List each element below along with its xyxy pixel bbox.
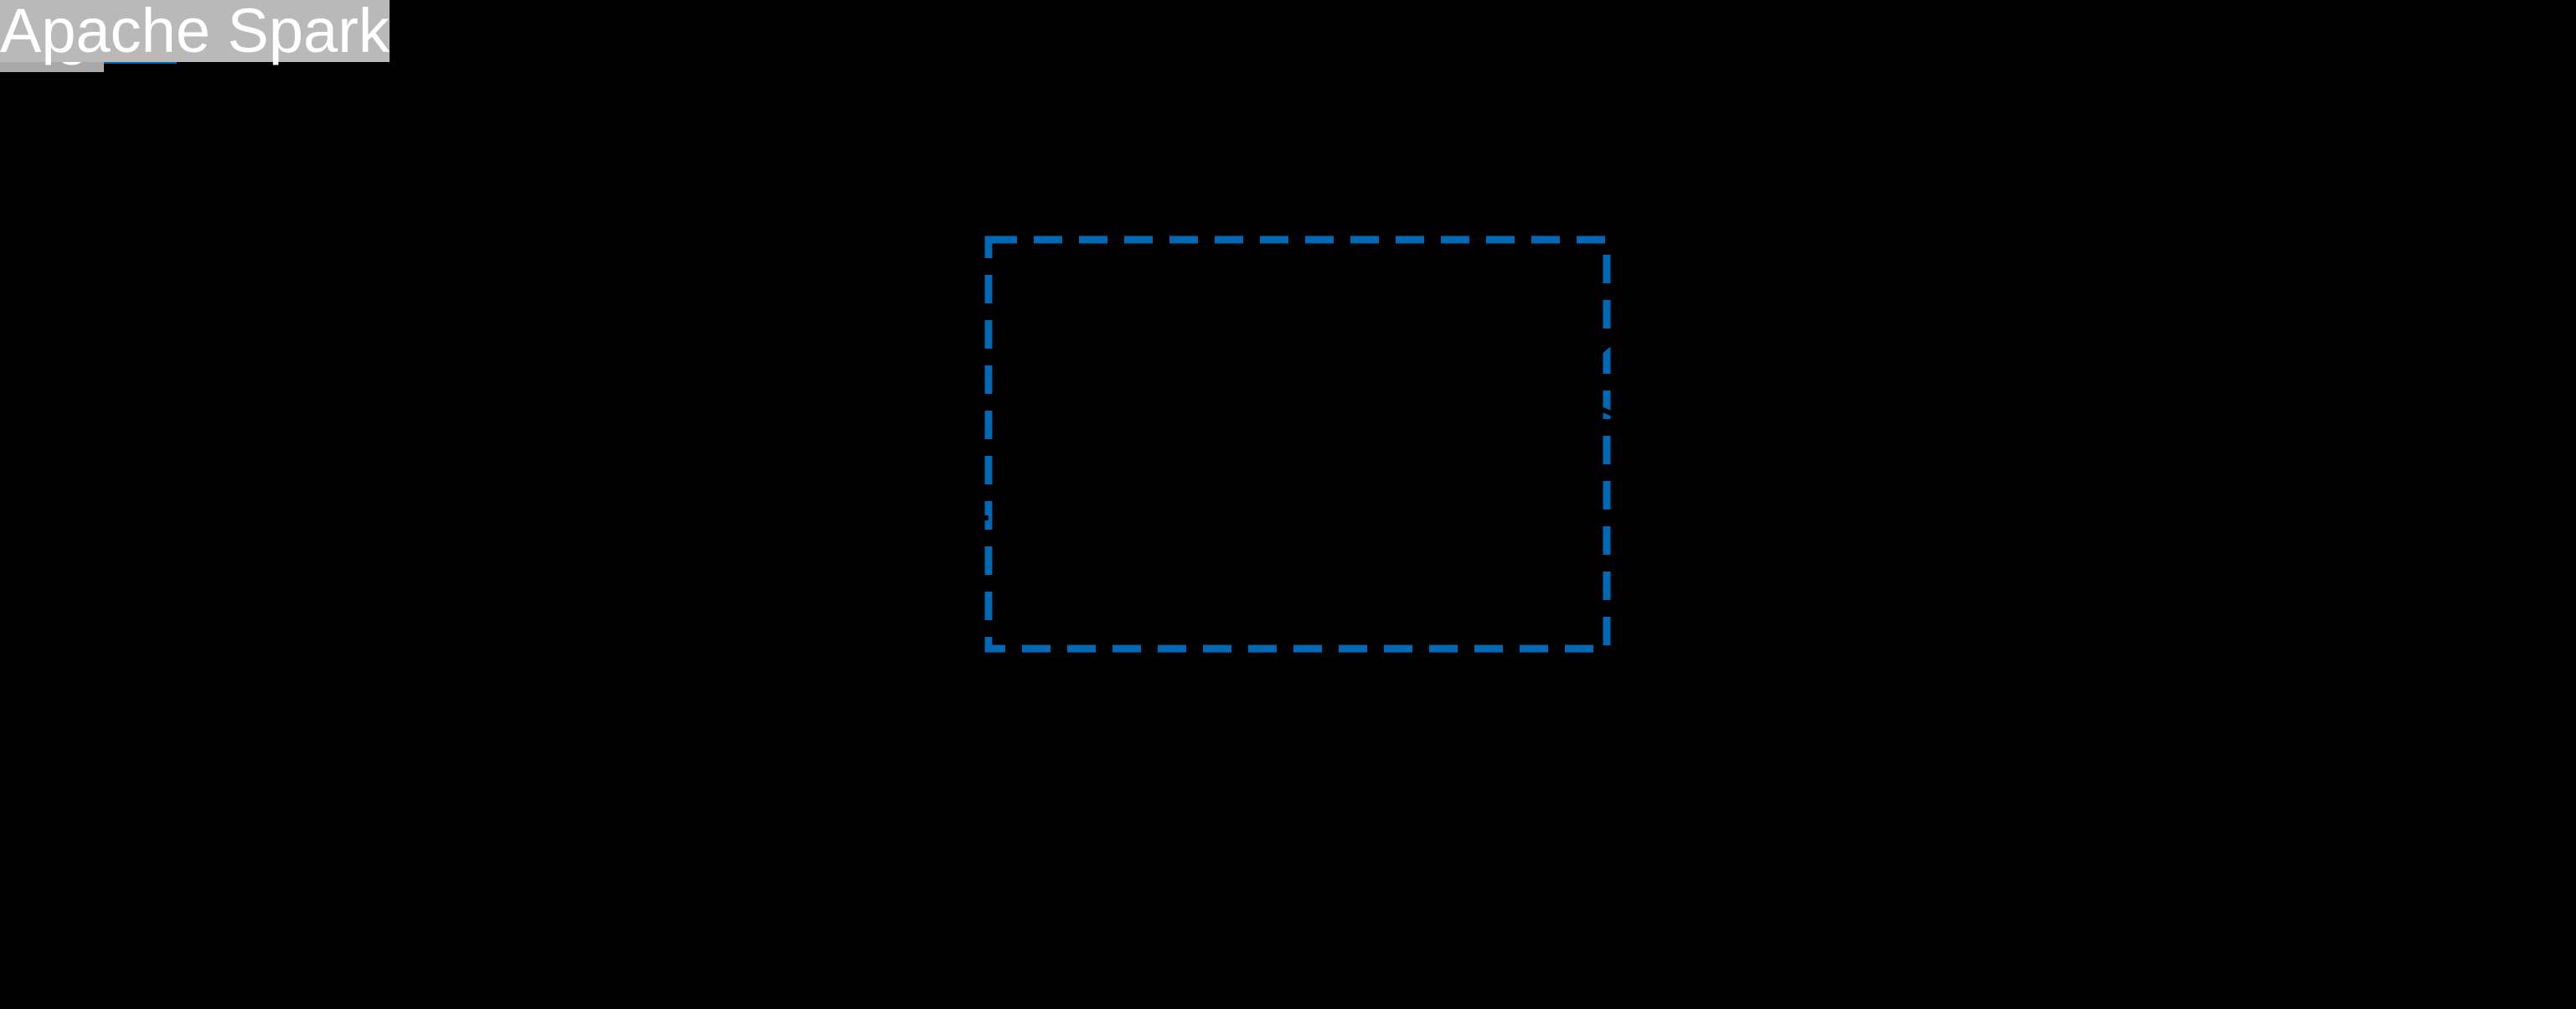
arrow-user-apps-to-app-line	[1558, 11, 2017, 387]
arrow-apache-spark-to-app-line	[1558, 389, 2017, 589]
apache-spark-label: Apache Spark	[0, 0, 390, 65]
arrow-enclave-to-sgx-head	[514, 504, 543, 531]
arrow-stack-to-app-head	[1543, 375, 1572, 401]
apache-spark-box: Apache Spark	[0, 0, 390, 62]
enclave-boundary-dashed-rect	[984, 235, 1611, 653]
